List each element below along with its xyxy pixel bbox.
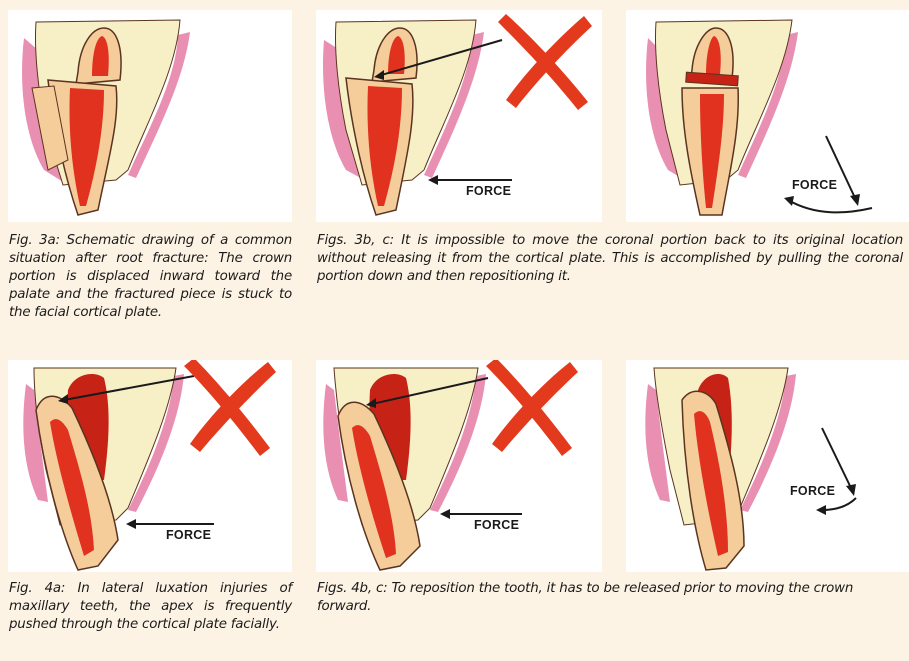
fig-3b-force-label: FORCE <box>466 184 511 198</box>
fig-4c-force-label: FORCE <box>790 484 835 498</box>
fig-3bc-caption: Figs. 3b, c: It is impossible to move th… <box>317 232 903 286</box>
fig-4b-panel: FORCE <box>316 360 602 572</box>
fig-4a-drawing <box>8 360 292 572</box>
fig-3c-force-label: FORCE <box>792 178 837 192</box>
fig-4a-panel: FORCE <box>8 360 292 572</box>
fig-4a-caption: Fig. 4a: In lateral luxation injuries of… <box>9 580 292 634</box>
fig-3a-caption: Fig. 3a: Schematic drawing of a common s… <box>9 232 292 322</box>
red-x-mark-icon <box>184 360 276 456</box>
red-x-mark-icon <box>486 360 578 456</box>
fig-4a-force-label: FORCE <box>166 528 211 542</box>
fig-3a-drawing <box>8 10 292 222</box>
fig-4c-drawing <box>626 360 909 572</box>
fig-3a-panel <box>8 10 292 222</box>
fig-4b-drawing <box>316 360 602 572</box>
red-x-mark-icon <box>498 14 592 110</box>
fig-3c-drawing <box>626 10 909 222</box>
fig-3b-drawing <box>316 10 602 222</box>
fig-3c-panel: FORCE <box>626 10 909 222</box>
fig-4c-panel: FORCE <box>626 360 909 572</box>
fig-3b-panel: FORCE <box>316 10 602 222</box>
fig-4b-force-label: FORCE <box>474 518 519 532</box>
fig-4bc-caption: Figs. 4b, c: To reposition the tooth, it… <box>317 580 903 616</box>
